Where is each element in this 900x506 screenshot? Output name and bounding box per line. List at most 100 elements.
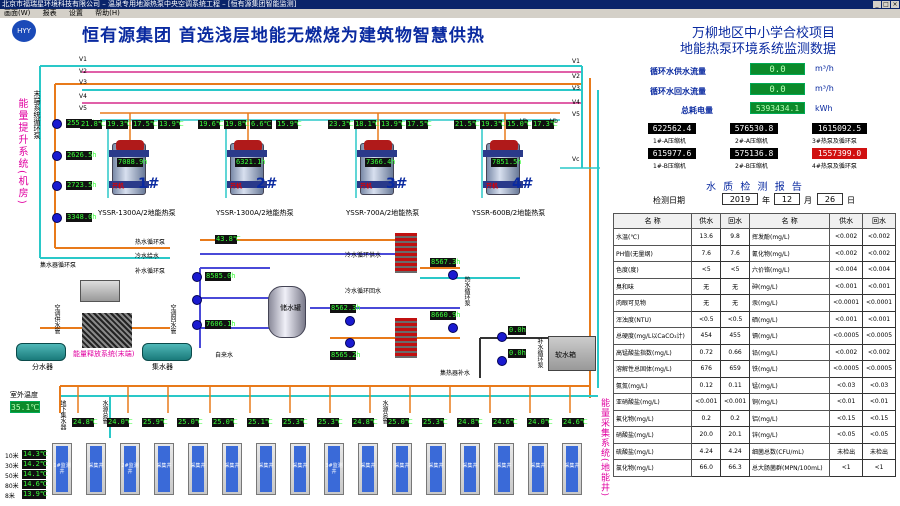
table-cell: 0.2 (691, 409, 722, 427)
hot-circ-pump-label: 热水循环泵 (135, 239, 166, 246)
menu-bar: 画面(W) 报表 设置 帮助(H) (0, 9, 900, 18)
table-cell: 未检出 (862, 442, 896, 460)
menu-item-help[interactable]: 帮助(H) (95, 9, 120, 17)
heat-pump-1-t1: 21.8℃ (80, 120, 106, 129)
menu-item-report[interactable]: 报表 (42, 9, 57, 17)
heat-pump-2-t4: 15.9℃ (276, 120, 302, 129)
terminal-pump-4[interactable] (52, 213, 62, 223)
pipe-label-right-v4: V4 (572, 99, 580, 106)
well-12-label: 采集井 (428, 463, 444, 469)
heat-pump-4-t2: 19.3℃ (480, 120, 506, 129)
heat-pump-3[interactable] (357, 140, 397, 195)
well-16[interactable] (562, 443, 582, 495)
well-14[interactable] (494, 443, 514, 495)
well-8-label: 采集井 (292, 463, 308, 469)
scada-canvas: HYY 恒有源集团 首选浅层地能无燃烧为建筑物智慧供热 万柳地区中小学合校项目 … (0, 18, 900, 506)
table-cell: 氯化物(mg/L) (612, 459, 693, 477)
heat-pump-3-t2: 18.1℃ (354, 120, 380, 129)
well-6[interactable] (222, 443, 242, 495)
table-cell: <0.0001 (862, 294, 896, 312)
well-10[interactable] (358, 443, 378, 495)
table-cell: <0.15 (829, 409, 864, 427)
close-button[interactable]: × (891, 1, 899, 8)
heat-pump-3-t1: 23.3℃ (328, 120, 354, 129)
cold-water-label: 冷水给水 (135, 253, 160, 260)
well-2[interactable] (86, 443, 106, 495)
table-cell: 硫酸盐(mg/L) (612, 442, 693, 460)
table-cell: 4.24 (691, 442, 722, 460)
table-cell: <0.001 (691, 393, 722, 411)
well-temp-9: 24.8℃ (352, 418, 378, 427)
makeup-pump-2[interactable] (497, 356, 507, 366)
pipe-label-vc: Vc (572, 156, 580, 163)
source-main-label-2: 水源总管 (381, 400, 388, 424)
well-8[interactable] (290, 443, 310, 495)
col-header: 回水 (720, 213, 750, 229)
heat-pump-1[interactable] (109, 140, 149, 195)
well-temp-5: 25.0℃ (212, 418, 238, 427)
heat-pump-4[interactable] (483, 140, 523, 195)
heat-pump-4-model: YSSR-600B/2地能热泵 (472, 209, 546, 217)
table-cell: 色度(度) (612, 261, 693, 279)
well-7[interactable] (256, 443, 276, 495)
terminal-pump-3[interactable] (52, 181, 62, 191)
minimize-button[interactable]: _ (873, 1, 881, 8)
mid-pump-5[interactable] (345, 338, 355, 348)
mid-pump-3[interactable] (192, 320, 202, 330)
mid-pump-7[interactable] (448, 323, 458, 333)
table-cell: 无 (691, 294, 722, 312)
table-cell: 水温(℃) (612, 228, 693, 246)
table-cell: <0.002 (862, 228, 896, 246)
terminal-pump-1[interactable] (52, 119, 62, 129)
well-temp-8: 25.3℃ (317, 418, 343, 427)
heat-pump-4-t4: 17.3℃ (532, 120, 558, 129)
terminal-pump-2-hours: 2626.5h (66, 151, 97, 160)
well-11[interactable] (392, 443, 412, 495)
heat-pump-3-status: 开机 (360, 183, 373, 190)
well-1[interactable] (52, 443, 72, 495)
heat-pump-1-t3: 17.5℃ (132, 120, 158, 129)
return-flow-unit: m³/h (815, 84, 834, 93)
table-cell: <0.002 (862, 244, 896, 262)
well-4[interactable] (154, 443, 174, 495)
heat-pump-1-t2: 19.3℃ (106, 120, 132, 129)
table-cell: 0.2 (720, 409, 750, 427)
water-quality-row: 臭和味无无砷(mg/L)<0.001<0.001 (612, 277, 896, 295)
heat-pump-2[interactable] (227, 140, 267, 195)
heat-pump-1-status: 开机 (112, 183, 125, 190)
table-cell: PH值(无量纲) (612, 244, 693, 262)
maximize-button[interactable]: □ (882, 1, 890, 8)
outdoor-temp-label: 室外温度 (10, 391, 38, 399)
well-5[interactable] (188, 443, 208, 495)
makeup-pump-1[interactable] (497, 332, 507, 342)
table-cell: 0.12 (691, 376, 722, 394)
mid-pump-4[interactable] (345, 316, 355, 326)
mid-pump-6[interactable] (448, 270, 458, 280)
source-main-label-1: 水源总管 (101, 400, 108, 424)
heat-pump-1-number: 1# (138, 176, 160, 192)
water-quality-row: 肉眼可见物无无汞(mg/L)<0.0001<0.0001 (612, 294, 896, 312)
mid-pump-7-hours: 8660.9h (430, 311, 461, 320)
terminal-pump-2[interactable] (52, 151, 62, 161)
well-13[interactable] (460, 443, 480, 495)
menu-item-settings[interactable]: 设置 (68, 9, 83, 17)
window-title: 北京市福瑞星环境科技有限公司 – 温泉专用地源热泵中央空调系统工程 – [恒有源… (2, 0, 297, 8)
mid-pump-2[interactable] (192, 295, 202, 305)
col-header: 名 称 (748, 213, 831, 229)
well-3[interactable] (120, 443, 140, 495)
table-cell: 硒(mg/L) (748, 310, 831, 328)
well-12[interactable] (426, 443, 446, 495)
pipe-label-right-v1: V1 (572, 58, 580, 65)
heat-pump-4-t3: 15.0℃ (506, 120, 532, 129)
well-15[interactable] (528, 443, 548, 495)
mid-pump-1[interactable] (192, 272, 202, 282)
well-9[interactable] (324, 443, 344, 495)
heat-pump-3-t4: 17.5℃ (406, 120, 432, 129)
table-cell: 总大肠菌群(MPN/100mL) (748, 459, 831, 477)
menu-item-screen[interactable]: 画面(W) (4, 9, 31, 17)
water-distributor (16, 343, 66, 361)
depth-temp-30: 14.2℃ (22, 460, 48, 469)
